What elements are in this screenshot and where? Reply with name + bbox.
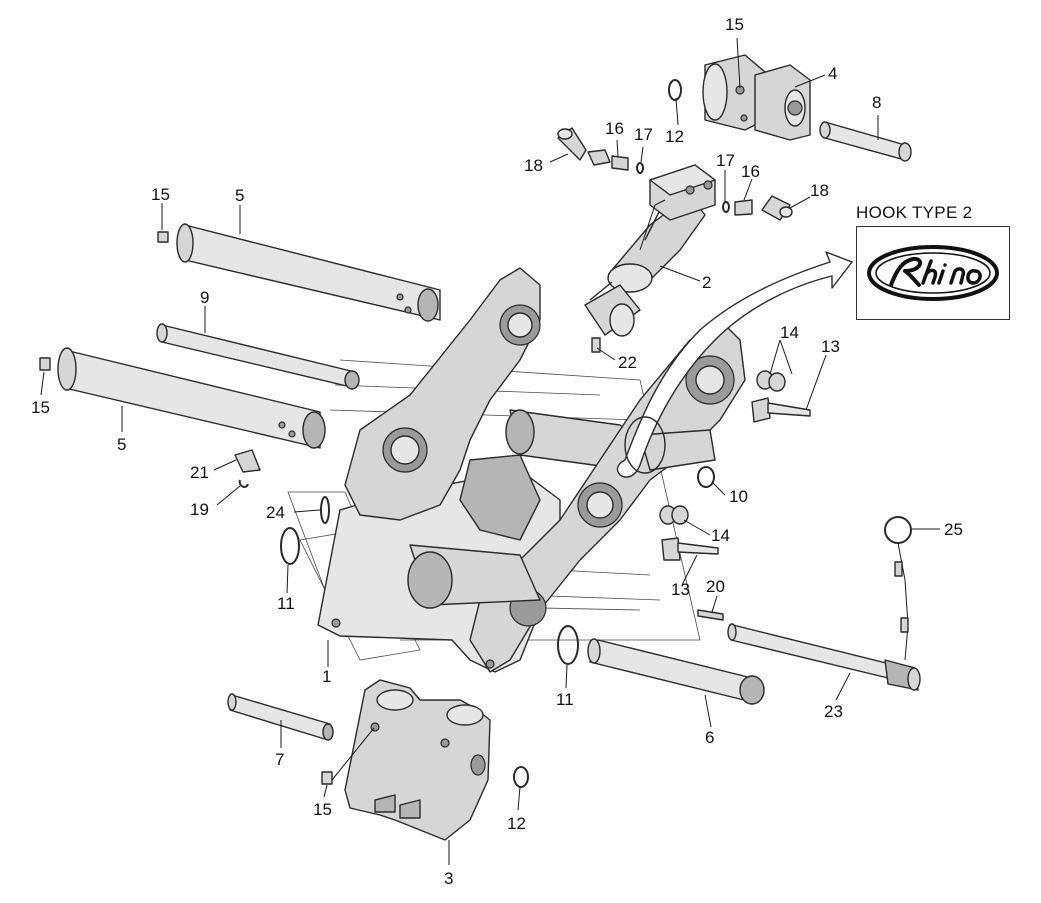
- hook-block-part-4: [702, 54, 811, 141]
- callout-9: 9: [200, 288, 209, 307]
- callout-18: 18: [524, 156, 543, 175]
- callout-21: 21: [190, 463, 209, 482]
- callout-24: 24: [266, 503, 285, 522]
- nuts-part-14-top: [756, 370, 786, 392]
- callout-16: 16: [605, 119, 624, 138]
- callout-labels: 15 4 8 12 16 17 18 17 16 18 15 5 2 9 22 …: [31, 15, 963, 888]
- callout-15: 15: [151, 185, 170, 204]
- callout-25: 25: [944, 520, 963, 539]
- circlip-part-11-left: [280, 527, 300, 565]
- callout-13: 13: [671, 580, 690, 599]
- grease-nipple-part-15-a: [157, 231, 169, 243]
- bolt-part-13-top: [751, 397, 811, 423]
- callout-20: 20: [706, 577, 725, 596]
- lock-tab-part-21: [234, 449, 261, 488]
- callout-18: 18: [810, 181, 829, 200]
- callout-5: 5: [235, 186, 244, 205]
- pin-part-5-upper: [176, 223, 441, 322]
- lanyard-part-25: [884, 516, 912, 661]
- callout-11: 11: [277, 594, 295, 613]
- spring-pin-part-20: [697, 609, 724, 621]
- ring-part-10: [697, 466, 715, 488]
- nuts-part-14-bottom: [659, 505, 689, 525]
- leader-lines: [40, 37, 940, 865]
- callout-14: 14: [780, 323, 799, 342]
- hitch-frame-part-1: [317, 267, 746, 673]
- ring-part-24: [320, 496, 330, 524]
- callout-15: 15: [313, 800, 332, 819]
- callout-22: 22: [618, 353, 637, 372]
- hook-type-panel: [856, 226, 1010, 320]
- hook-type-title: HOOK TYPE 2: [856, 203, 973, 222]
- callout-13: 13: [821, 337, 840, 356]
- callout-10: 10: [729, 487, 748, 506]
- callout-14: 14: [711, 526, 730, 545]
- callout-12: 12: [507, 814, 526, 833]
- callout-17: 17: [716, 151, 735, 170]
- pointer-arrow: [616, 251, 853, 478]
- circlip-part-11-right: [557, 625, 579, 665]
- bolt-part-13-bottom: [661, 537, 719, 561]
- callout-15: 15: [31, 398, 50, 417]
- callout-11: 11: [556, 690, 574, 709]
- grease-nipple-part-15-c: [39, 357, 51, 371]
- callout-7: 7: [275, 750, 284, 769]
- hook-part-3: [344, 679, 491, 841]
- callout-17: 17: [634, 125, 653, 144]
- callout-5: 5: [117, 435, 126, 454]
- nipple-part-22: [591, 337, 601, 353]
- pin-part-8: [819, 121, 912, 162]
- callout-8: 8: [872, 93, 881, 112]
- pin-part-7: [227, 693, 334, 741]
- callout-12: 12: [665, 127, 684, 146]
- pin-part-9: [156, 323, 360, 390]
- callout-23: 23: [824, 702, 843, 721]
- callout-3: 3: [444, 869, 453, 888]
- callout-19: 19: [190, 500, 209, 519]
- pin-part-5-lower: [57, 347, 326, 449]
- hydraulic-cylinder-part-2: [584, 164, 716, 337]
- callout-1: 1: [322, 667, 331, 686]
- callout-4: 4: [828, 64, 837, 83]
- callout-2: 2: [702, 273, 711, 292]
- callout-15: 15: [725, 15, 744, 34]
- callout-6: 6: [705, 728, 714, 747]
- hose-fittings-left: [557, 127, 644, 174]
- callout-16: 16: [741, 162, 760, 181]
- grease-nipple-part-15-d: [321, 771, 333, 785]
- pin-part-23: [727, 623, 921, 691]
- pin-part-6: [587, 638, 765, 705]
- circlip-part-12-bottom: [513, 766, 529, 788]
- circlip-part-12-top: [668, 79, 682, 101]
- rhino-logo: [867, 245, 999, 301]
- hose-fittings-right: [722, 195, 793, 221]
